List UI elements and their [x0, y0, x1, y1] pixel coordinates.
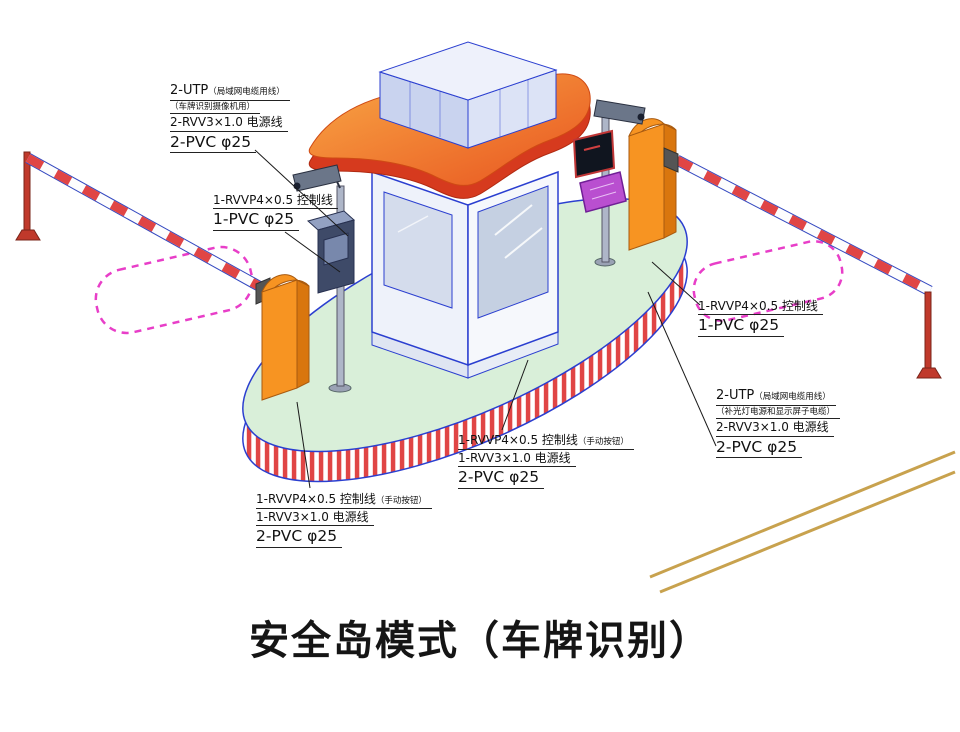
left-barrier-gate	[15, 151, 310, 401]
cable-utp-line: 2-UTP（局域网电缆用线）	[170, 80, 290, 101]
label-right-mid-cables: 1-RVVP4×0.5 控制线 1-PVC φ25	[698, 299, 823, 339]
left-gate-cabinet	[255, 274, 310, 401]
lpr-camera-right	[593, 99, 646, 125]
vehicle-loop-left	[94, 245, 254, 335]
roof-box-top	[378, 41, 558, 101]
leader-left-mid	[284, 231, 341, 273]
post-base	[916, 367, 942, 379]
camera-pole-right	[572, 99, 646, 267]
cable-power-line: 2-RVV3×1.0 电源线	[170, 115, 288, 132]
display-text-glow	[583, 145, 601, 151]
lpr-camera-left	[292, 164, 342, 192]
cable-utp-line: 2-UTP（局域网电缆用线）	[716, 385, 836, 406]
cable-power-line: 2-RVV3×1.0 电源线	[716, 420, 834, 437]
right-gate-cabinet	[628, 118, 679, 251]
fill-light	[579, 171, 627, 213]
cable-conduit-line: 1-PVC φ25	[213, 211, 300, 231]
cable-control-line: 1-RVVP4×0.5 控制线（手动按钮）	[256, 489, 432, 509]
guard-booth	[308, 41, 591, 379]
cabinet-front	[628, 123, 665, 251]
leader-center-bottom	[501, 359, 529, 431]
cabinet-front	[261, 279, 298, 401]
cabinet-side	[663, 123, 677, 239]
leader-right-lower	[647, 291, 717, 447]
cable-power-line: 1-RVV3×1.0 电源线	[256, 510, 374, 527]
cable-control-line: 1-RVVP4×0.5 控制线（手动按钮）	[458, 430, 634, 450]
arm-hinge	[663, 147, 679, 173]
diagram-title: 安全岛模式（车牌识别）	[249, 618, 711, 664]
left-barrier-arm	[25, 153, 269, 295]
booth-roof-box	[378, 41, 558, 149]
leader-top-left	[254, 149, 349, 237]
cable-power-line: 1-RVV3×1.0 电源线	[458, 451, 576, 468]
label-center-bottom-cables: 1-RVVP4×0.5 控制线（手动按钮） 1-RVV3×1.0 电源线 2-P…	[458, 430, 634, 491]
label-left-bottom-cables: 1-RVVP4×0.5 控制线（手动按钮） 1-RVV3×1.0 电源线 2-P…	[256, 489, 432, 550]
cable-conduit-line: 2-PVC φ25	[170, 133, 257, 153]
cable-note-line: （补光灯电源和显示屏子电缆）	[716, 407, 841, 420]
leader-left-bottom	[296, 401, 311, 489]
label-left-mid-cables: 1-RVVP4×0.5 控制线 1-PVC φ25	[213, 193, 338, 233]
road-line-2	[659, 470, 956, 594]
cable-note-line: （车牌识别摄像机用）	[170, 102, 261, 115]
right-barrier-arm	[674, 155, 933, 296]
leader-lines	[254, 149, 717, 489]
label-top-left-cables: 2-UTP（局域网电缆用线） （车牌识别摄像机用） 2-RVV3×1.0 电源线…	[170, 80, 290, 155]
right-barrier-gate	[628, 118, 942, 379]
camera-lens	[637, 113, 645, 121]
road-marking-lines	[649, 450, 956, 594]
cable-conduit-line: 2-PVC φ25	[716, 438, 803, 458]
cable-control-line: 1-RVVP4×0.5 控制线	[698, 299, 823, 316]
cable-conduit-line: 2-PVC φ25	[458, 468, 545, 489]
road-line-1	[649, 450, 956, 579]
led-display	[572, 129, 616, 179]
post-base	[15, 229, 41, 241]
controller-panel	[323, 232, 349, 266]
label-right-lower-cables: 2-UTP（局域网电缆用线） （补光灯电源和显示屏子电缆） 2-RVV3×1.0…	[716, 385, 841, 460]
cabinet-side	[296, 279, 310, 389]
cable-conduit-line: 1-PVC φ25	[698, 317, 785, 337]
window-reflections	[397, 204, 543, 259]
leader-right-mid	[651, 261, 701, 306]
booth-window-left	[383, 191, 453, 309]
roof-box-panel-lines	[409, 79, 529, 137]
cable-control-line: 1-RVVP4×0.5 控制线	[213, 193, 338, 210]
left-arm-support-post	[15, 151, 41, 241]
cable-conduit-line: 2-PVC φ25	[256, 527, 343, 548]
vehicle-loops	[94, 240, 844, 335]
right-arm-support-post	[916, 291, 942, 379]
